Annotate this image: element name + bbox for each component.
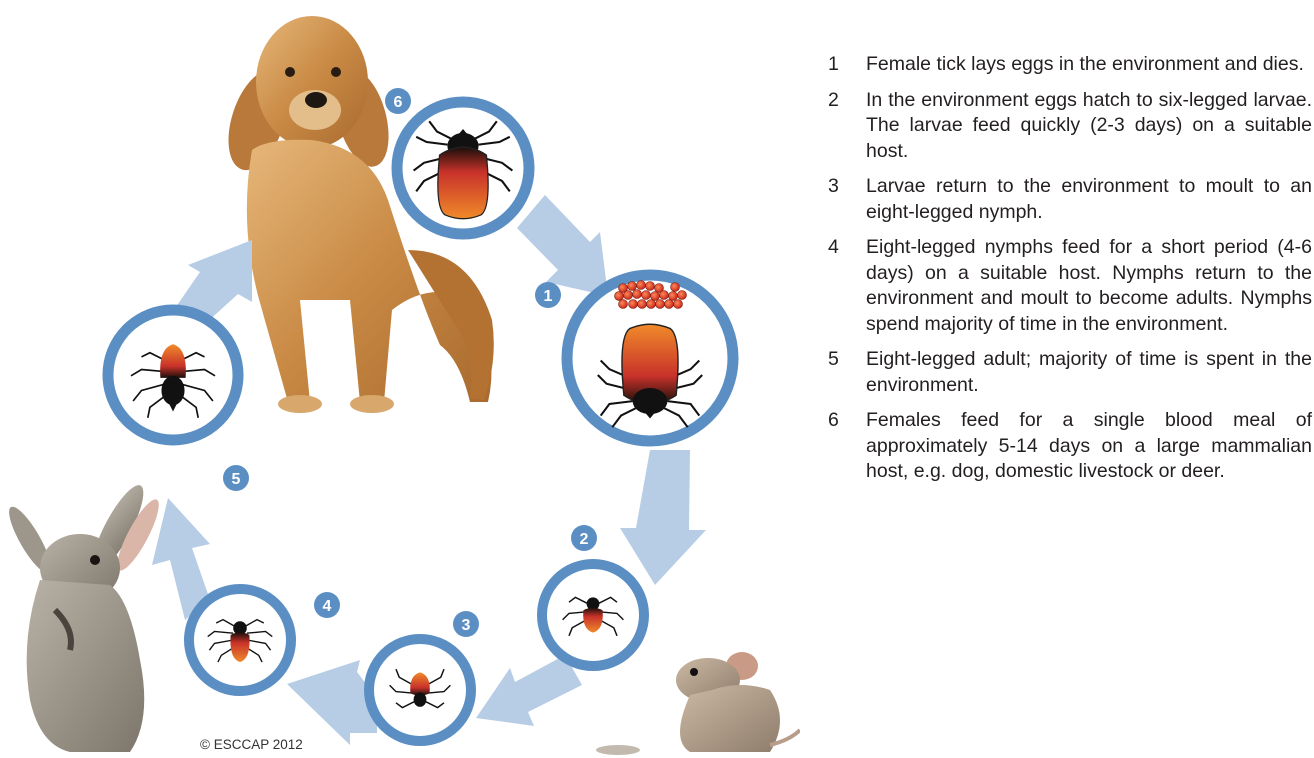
svg-text:3: 3: [462, 617, 471, 634]
step-number: 2: [828, 88, 866, 165]
legend-step-3: 3 Larvae return to the environment to mo…: [828, 174, 1312, 225]
step-number: 3: [828, 174, 866, 225]
legend-step-2: 2 In the environment eggs hatch to six-l…: [828, 88, 1312, 165]
tick-lifecycle-diagram: 6 1 2 3 4 5: [0, 0, 800, 758]
stage-circle-2: [542, 564, 644, 666]
svg-text:2: 2: [580, 531, 589, 548]
step-text: Larvae return to the environment to moul…: [866, 174, 1312, 225]
copyright-notice: © ESCCAP 2012: [200, 737, 303, 752]
arrow-2-to-3: [476, 655, 582, 726]
legend-step-4: 4 Eight-legged nymphs feed for a short p…: [828, 235, 1312, 337]
step-text: Eight-legged adult; majority of time is …: [866, 347, 1312, 398]
step-text: Eight-legged nymphs feed for a short per…: [866, 235, 1312, 337]
svg-text:6: 6: [394, 94, 403, 111]
lifecycle-legend: 1 Female tick lays eggs in the environme…: [828, 52, 1312, 495]
mouse-image: [596, 652, 800, 755]
svg-text:1: 1: [544, 288, 553, 305]
stage-circle-4: [189, 589, 291, 691]
stage-circle-3: [369, 639, 471, 741]
arrow-1-to-2: [620, 450, 706, 585]
legend-step-6: 6 Females feed for a single blood meal o…: [828, 408, 1312, 485]
step-number: 6: [828, 408, 866, 485]
svg-text:4: 4: [323, 598, 332, 615]
step-number: 5: [828, 347, 866, 398]
badge-6: 6: [385, 88, 411, 114]
step-text: Female tick lays eggs in the environment…: [866, 52, 1312, 78]
svg-text:5: 5: [232, 471, 241, 488]
stage-circle-1: [567, 275, 733, 441]
stage-circle-5: [108, 310, 238, 440]
step-number: 4: [828, 235, 866, 337]
arrow-3-to-4: [287, 660, 377, 745]
step-text: In the environment eggs hatch to six-leg…: [866, 88, 1312, 165]
stage-circle-6: [397, 102, 529, 234]
badge-4: 4: [314, 592, 340, 618]
rabbit-image: [2, 480, 165, 752]
legend-step-1: 1 Female tick lays eggs in the environme…: [828, 52, 1312, 78]
step-text: Females feed for a single blood meal of …: [866, 408, 1312, 485]
legend-step-5: 5 Eight-legged adult; majority of time i…: [828, 347, 1312, 398]
badge-3: 3: [453, 611, 479, 637]
step-number: 1: [828, 52, 866, 78]
badge-5: 5: [223, 465, 249, 491]
badge-1: 1: [535, 282, 561, 308]
egg-cluster-icon: [615, 281, 687, 309]
badge-2: 2: [571, 525, 597, 551]
arrow-6-to-1: [517, 195, 608, 296]
